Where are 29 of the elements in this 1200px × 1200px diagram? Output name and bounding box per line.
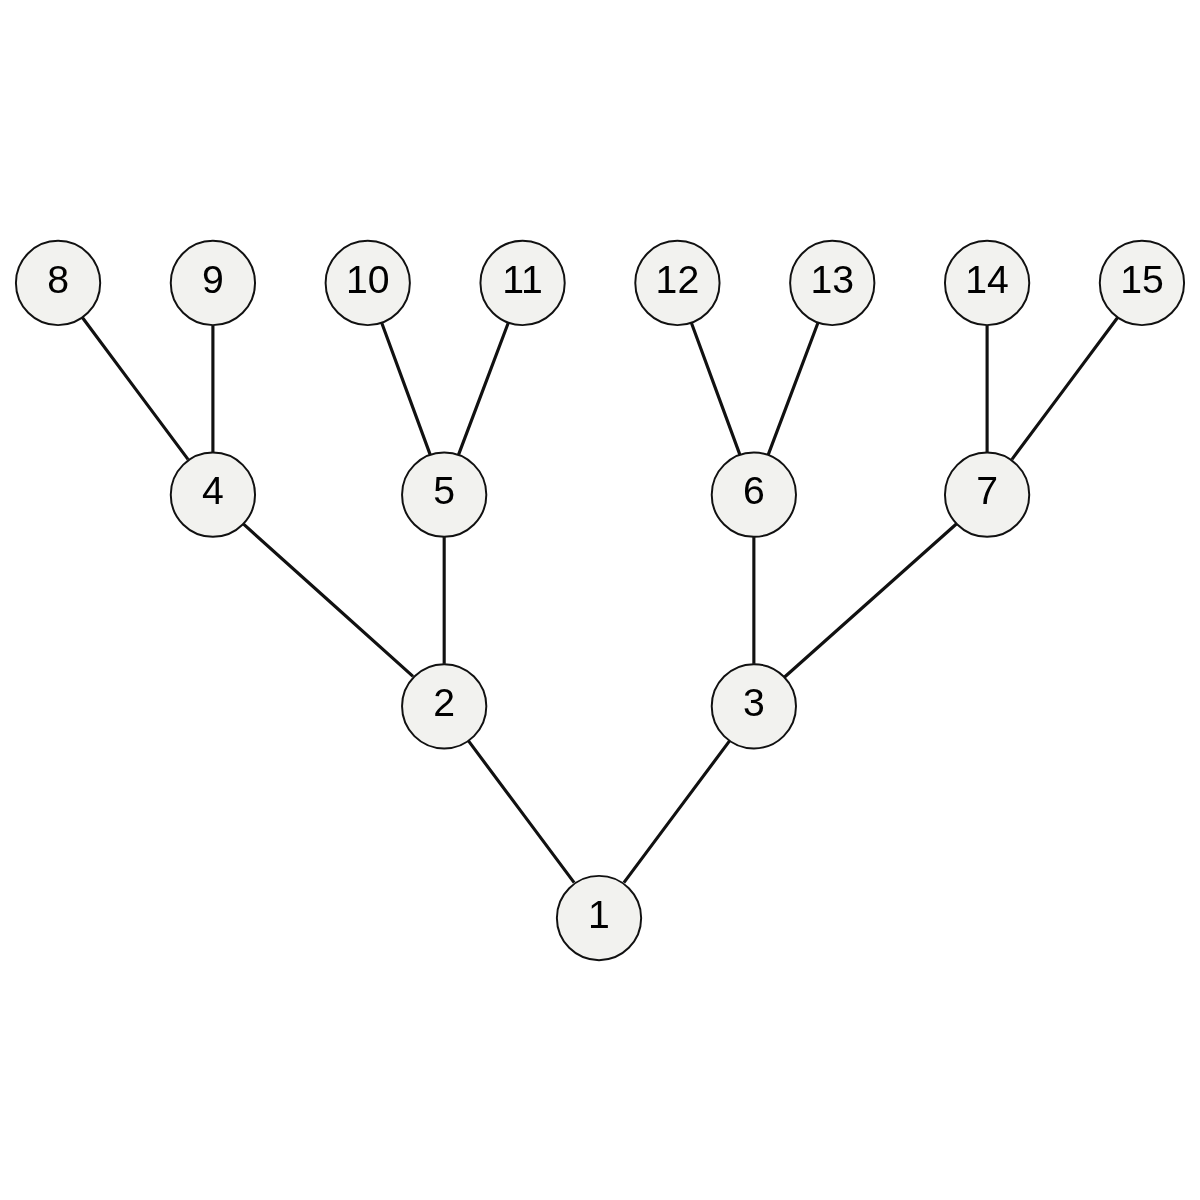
connector	[211, 324, 215, 452]
connector	[766, 321, 820, 455]
connector	[783, 522, 958, 678]
node-circle: 5	[401, 451, 488, 538]
connector	[442, 536, 446, 664]
node-circle: 3	[710, 662, 797, 749]
connector	[1010, 316, 1119, 460]
connector	[467, 739, 576, 884]
connector	[622, 739, 731, 884]
node-circle: 6	[710, 451, 797, 538]
connector	[752, 536, 756, 664]
connector	[457, 321, 510, 455]
node-circle: 9	[169, 239, 256, 326]
connector	[985, 324, 989, 452]
node-circle: 12	[634, 239, 721, 326]
node-circle: 13	[789, 239, 876, 326]
node-circle: 10	[324, 239, 411, 326]
node-circle: 7	[944, 451, 1031, 538]
node-circle: 14	[944, 239, 1031, 326]
node-circle: 15	[1098, 239, 1186, 326]
node-circle: 2	[401, 662, 488, 749]
connector	[81, 316, 190, 460]
node-circle: 8	[14, 239, 102, 326]
node-circle: 1	[555, 874, 643, 961]
connector	[380, 321, 432, 455]
node-circle: 4	[169, 451, 256, 538]
connector	[242, 522, 415, 677]
connector	[689, 321, 742, 455]
node-circle: 11	[479, 239, 566, 326]
